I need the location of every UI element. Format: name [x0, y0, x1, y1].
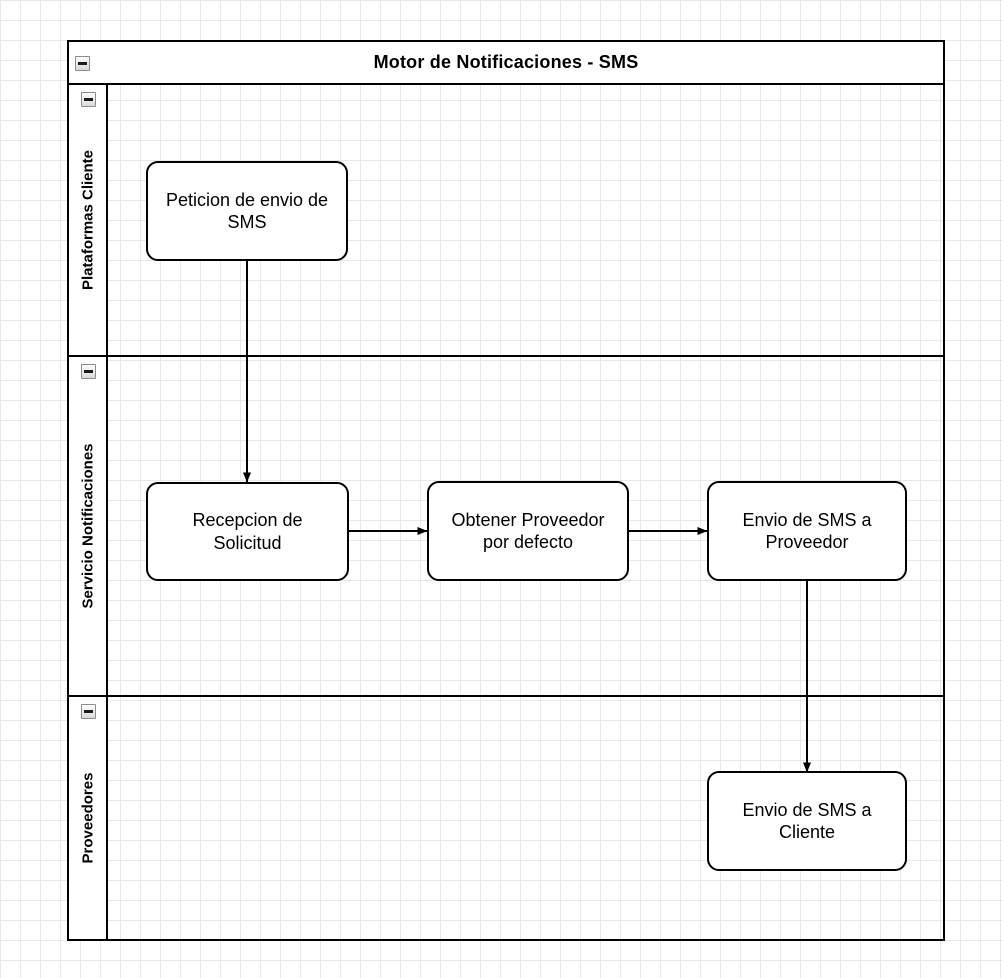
pool-header[interactable]: Motor de Notificaciones - SMS [69, 42, 943, 85]
pool-motor-de-notificaciones-sms[interactable]: Motor de Notificaciones - SMS Plataforma… [67, 40, 945, 941]
process-node-peticion-de-envio-de-sms[interactable]: Peticion de envio de SMS [146, 161, 348, 261]
lane-header-plataformas-cliente[interactable]: Plataformas Cliente [69, 85, 108, 355]
collapse-minus-icon[interactable] [81, 704, 96, 719]
lane-label-servicio-notificaciones: Servicio Notificaciones [79, 443, 96, 609]
collapse-minus-icon[interactable] [75, 56, 90, 71]
lane-servicio-notificaciones[interactable]: Servicio Notificaciones [69, 357, 943, 697]
process-node-envio-de-sms-a-proveedor[interactable]: Envio de SMS a Proveedor [707, 481, 907, 581]
lane-plataformas-cliente[interactable]: Plataformas Cliente [69, 85, 943, 357]
pool-title: Motor de Notificaciones - SMS [373, 52, 639, 72]
process-node-obtener-proveedor-por-defecto[interactable]: Obtener Proveedor por defecto [427, 481, 629, 581]
process-node-envio-de-sms-a-cliente[interactable]: Envio de SMS a Cliente [707, 771, 907, 871]
collapse-minus-icon[interactable] [81, 364, 96, 379]
lane-header-proveedores[interactable]: Proveedores [69, 697, 108, 939]
collapse-minus-icon[interactable] [81, 92, 96, 107]
process-node-recepcion-de-solicitud[interactable]: Recepcion de Solicitud [146, 482, 349, 581]
lane-proveedores[interactable]: Proveedores [69, 697, 943, 939]
lane-label-plataformas-cliente: Plataformas Cliente [79, 149, 96, 291]
lane-header-servicio-notificaciones[interactable]: Servicio Notificaciones [69, 357, 108, 695]
lane-label-proveedores: Proveedores [79, 772, 96, 864]
